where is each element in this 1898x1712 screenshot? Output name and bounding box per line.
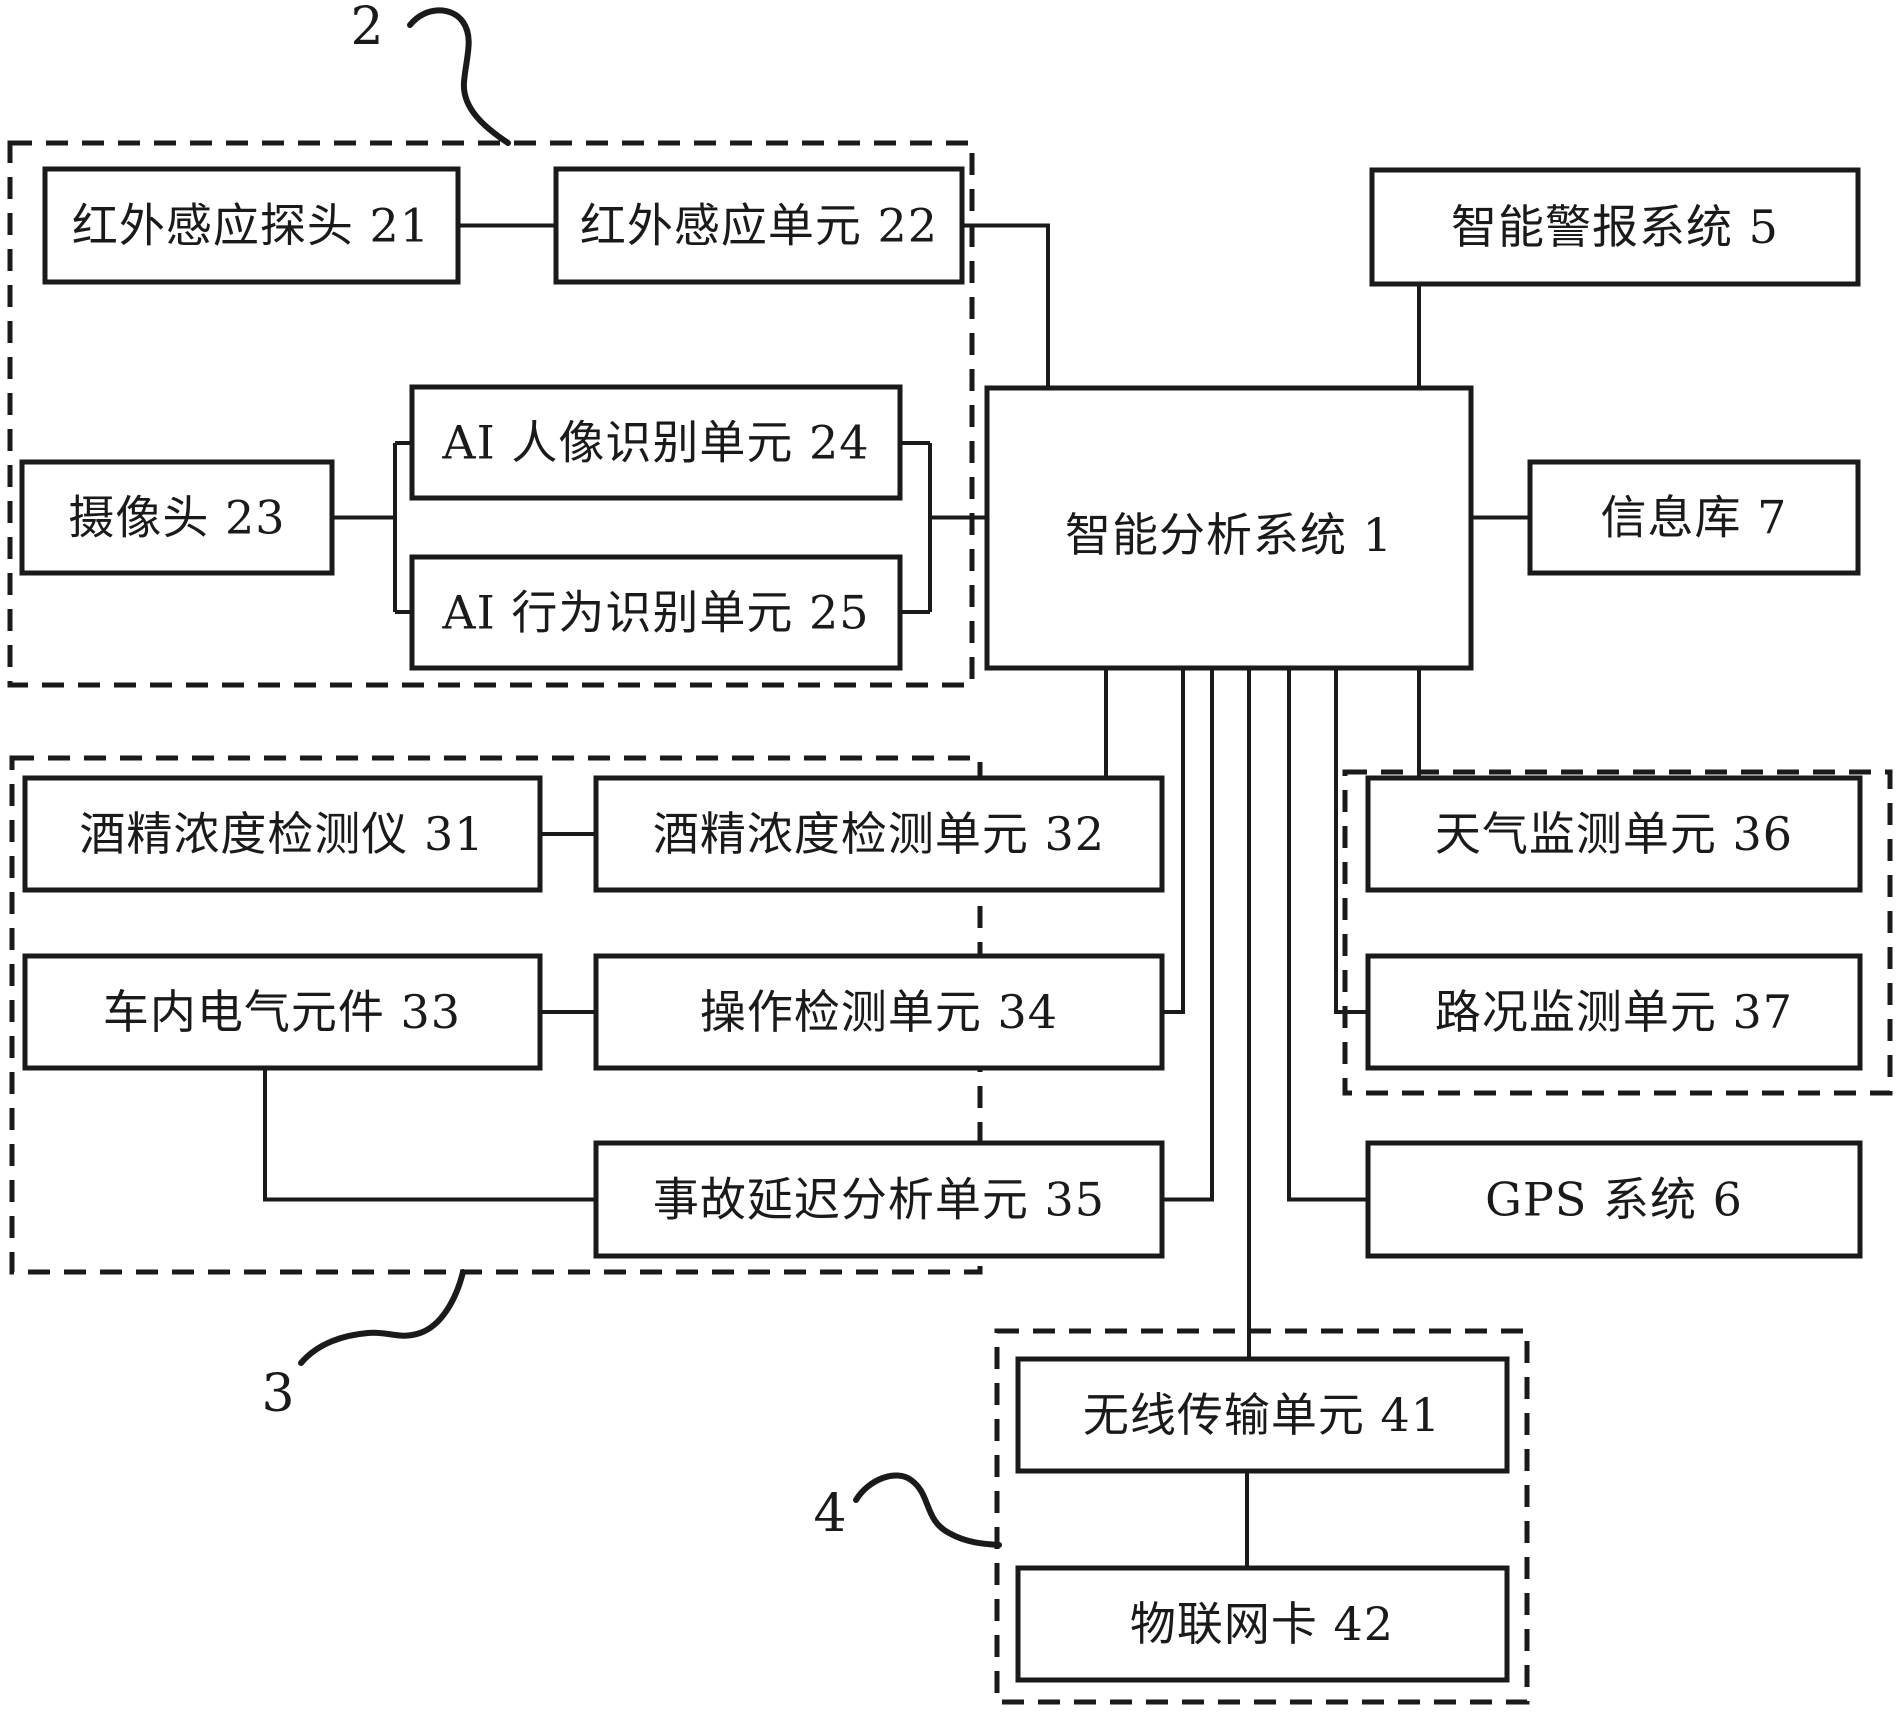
box-operation-unit-label: 操作检测单元 34 (700, 985, 1058, 1039)
box-alcohol-detector-frame (22, 775, 543, 893)
box-accident-delay-unit-frame (593, 1140, 1165, 1259)
box-alarm-system-frame (1369, 167, 1861, 287)
box-vehicle-electrics: 车内电气元件 33 (22, 953, 543, 1071)
connector-analysis1-gps6 (1287, 668, 1368, 1202)
box-analysis-system-label: 智能分析系统 1 (1065, 508, 1393, 562)
box-weather-unit: 天气监测单元 36 (1365, 775, 1863, 893)
box-operation-unit-frame (593, 953, 1165, 1071)
connector-unit22-analysis1 (962, 223, 1050, 388)
box-ai-face-unit: AI 人像识别单元 24 (409, 384, 903, 501)
box-gps-system-frame (1365, 1140, 1863, 1259)
box-ai-face-unit-label: AI 人像识别单元 24 (441, 416, 869, 470)
box-road-unit: 路况监测单元 37 (1365, 953, 1863, 1071)
box-iot-card-label: 物联网卡 42 (1130, 1597, 1394, 1651)
connector-analysis1-delay35 (1162, 668, 1214, 1202)
connector-electrics33-delay35 (263, 1068, 596, 1202)
box-ai-behavior-unit-frame (409, 554, 903, 671)
box-weather-unit-frame (1365, 775, 1863, 893)
group-2-boundary (7, 140, 975, 688)
box-ai-behavior-unit: AI 行为识别单元 25 (409, 554, 903, 671)
group-2-ref-label: 2 (350, 0, 383, 57)
group-4-boundary (994, 1328, 1530, 1705)
box-alcohol-unit: 酒精浓度检测单元 32 (593, 775, 1165, 893)
box-gps-system: GPS 系统 6 (1365, 1140, 1863, 1259)
connector-analysis1-operation34 (1162, 668, 1185, 1014)
box-wireless-unit: 无线传输单元 41 (1015, 1356, 1510, 1474)
box-ai-behavior-unit-label: AI 行为识别单元 25 (441, 586, 869, 640)
box-iot-card: 物联网卡 42 (1015, 1565, 1510, 1683)
box-infrared-probe: 红外感应探头 21 (42, 166, 461, 285)
box-ai-face-unit-frame (409, 384, 903, 501)
box-road-unit-frame (1365, 953, 1863, 1071)
box-alarm-system-label: 智能警报系统 5 (1451, 200, 1779, 254)
box-vehicle-electrics-frame (22, 953, 543, 1071)
box-info-library: 信息库 7 (1527, 459, 1861, 576)
box-accident-delay-unit: 事故延迟分析单元 35 (593, 1140, 1165, 1259)
box-alcohol-unit-frame (593, 775, 1165, 893)
box-infrared-unit: 红外感应单元 22 (553, 166, 965, 285)
box-analysis-system: 智能分析系统 1 (984, 385, 1474, 671)
box-camera-frame (19, 459, 335, 576)
box-infrared-probe-label: 红外感应探头 21 (72, 199, 430, 253)
box-alcohol-detector: 酒精浓度检测仪 31 (22, 775, 543, 893)
box-alarm-system: 智能警报系统 5 (1369, 167, 1861, 287)
box-alcohol-unit-label: 酒精浓度检测单元 32 (653, 807, 1105, 861)
box-info-library-label: 信息库 7 (1601, 491, 1788, 545)
box-camera: 摄像头 23 (19, 459, 335, 576)
box-camera-label: 摄像头 23 (68, 491, 285, 545)
box-analysis-system-frame (984, 385, 1474, 671)
group-3-leader-line (298, 1269, 466, 1366)
group-4-ref-label: 4 (813, 1484, 846, 1544)
box-vehicle-electrics-label: 车内电气元件 33 (103, 985, 461, 1039)
box-infrared-unit-label: 红外感应单元 22 (580, 199, 938, 253)
box-operation-unit: 操作检测单元 34 (593, 953, 1165, 1071)
box-wireless-unit-label: 无线传输单元 41 (1083, 1388, 1441, 1442)
box-iot-card-frame (1015, 1565, 1510, 1683)
box-wireless-unit-frame (1015, 1356, 1510, 1474)
box-infrared-probe-frame (42, 166, 461, 285)
box-accident-delay-unit-label: 事故延迟分析单元 35 (653, 1173, 1105, 1227)
group-environment-boundary (1342, 769, 1893, 1096)
box-weather-unit-label: 天气监测单元 36 (1435, 807, 1793, 861)
box-infrared-unit-frame (553, 166, 965, 285)
box-gps-system-label: GPS 系统 6 (1485, 1173, 1743, 1227)
box-info-library-frame (1527, 459, 1861, 576)
group-4-leader-line (853, 1472, 1002, 1548)
group-2-leader-line (407, 7, 511, 146)
box-road-unit-label: 路况监测单元 37 (1435, 985, 1793, 1039)
box-alcohol-detector-label: 酒精浓度检测仪 31 (79, 807, 484, 861)
connector-analysis1-road37 (1334, 668, 1368, 1014)
group-3-ref-label: 3 (261, 1364, 294, 1424)
